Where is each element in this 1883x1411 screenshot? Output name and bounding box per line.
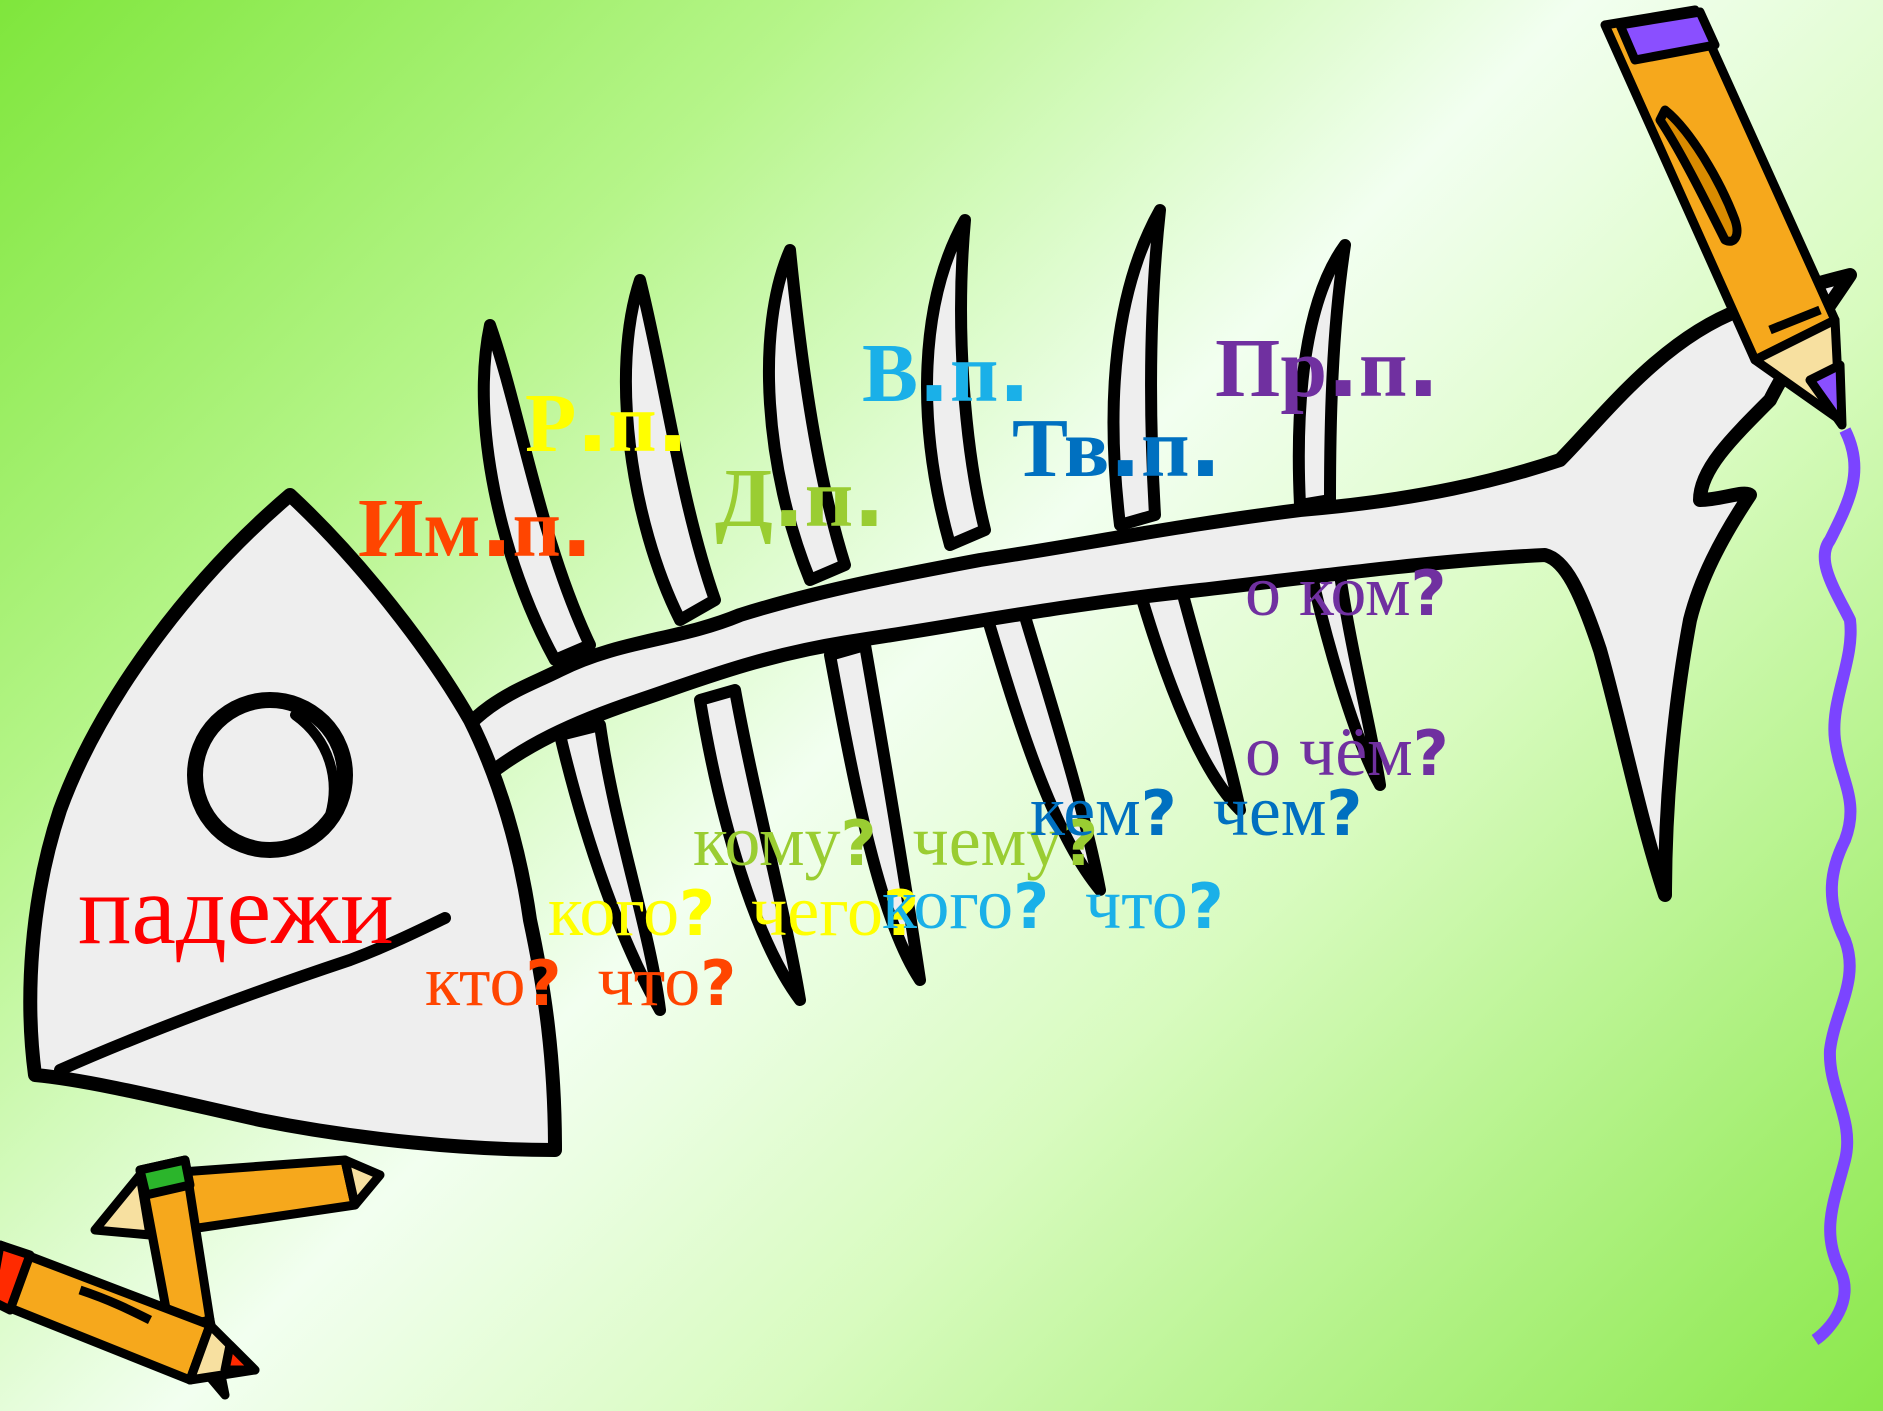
question-a: кому: [693, 801, 841, 881]
case-end: .: [1407, 318, 1439, 416]
case-abbr: п: [1141, 402, 1189, 495]
title-text: падежи: [78, 854, 394, 965]
case-abbr: п: [805, 452, 853, 545]
question-mark: ?: [841, 807, 877, 880]
question-mark: ?: [700, 947, 736, 1020]
case-name: Р: [525, 377, 576, 470]
title-padezhi: падежи: [78, 860, 394, 960]
question-mark: ?: [1141, 777, 1177, 850]
case-sep: .: [1327, 318, 1359, 416]
case-dative: Д.п.: [715, 455, 885, 541]
question-a: кем: [1030, 771, 1141, 851]
scribble-line-icon: [1815, 430, 1854, 1340]
case-sep: .: [773, 448, 805, 546]
case-name: Пр: [1215, 322, 1327, 415]
question-prepositional-1: о ком?: [1245, 555, 1446, 627]
case-prepositional: Пр.п.: [1215, 325, 1439, 411]
case-sep: .: [576, 373, 608, 471]
question-prepositional-2: о чём?: [1245, 715, 1449, 787]
question-mark: ?: [1013, 870, 1049, 943]
question-a: о ком: [1245, 551, 1411, 631]
question-mark: ?: [526, 947, 562, 1020]
case-end: .: [561, 478, 593, 576]
case-name: Тв: [1012, 402, 1109, 495]
case-nominative: Им.п.: [358, 485, 593, 571]
case-instrumental: Тв.п.: [1012, 405, 1221, 491]
question-accusative: кого? что?: [882, 868, 1224, 940]
crossed-pencils-icon: [0, 1160, 380, 1395]
question-a: о чём: [1245, 711, 1413, 791]
question-mark: ?: [679, 877, 715, 950]
case-end: .: [853, 448, 885, 546]
case-genitive: Р.п.: [525, 380, 689, 466]
question-b: чего: [751, 871, 883, 951]
case-name: Им: [358, 482, 481, 575]
question-mark: ?: [1411, 557, 1447, 630]
question-a: кто: [425, 941, 526, 1021]
case-end: .: [657, 373, 689, 471]
case-sep: .: [481, 478, 513, 576]
case-name: В: [862, 327, 918, 420]
question-b: что: [1085, 864, 1188, 944]
case-abbr: п: [950, 327, 998, 420]
case-abbr: п: [608, 377, 656, 470]
case-accusative: В.п.: [862, 330, 1030, 416]
question-mark: ?: [1413, 717, 1449, 790]
question-nominative: кто? что?: [425, 945, 736, 1017]
fish-eye: [195, 700, 345, 850]
case-name: Д: [715, 452, 773, 545]
question-genitive: кого? чего?: [548, 875, 919, 947]
question-mark: ?: [1188, 870, 1224, 943]
case-sep: .: [1109, 398, 1141, 496]
question-b: что: [598, 941, 701, 1021]
case-sep: .: [918, 323, 950, 421]
case-abbr: п: [512, 482, 560, 575]
question-a: кого: [548, 871, 679, 951]
case-abbr: п: [1359, 322, 1407, 415]
question-a: кого: [882, 864, 1013, 944]
